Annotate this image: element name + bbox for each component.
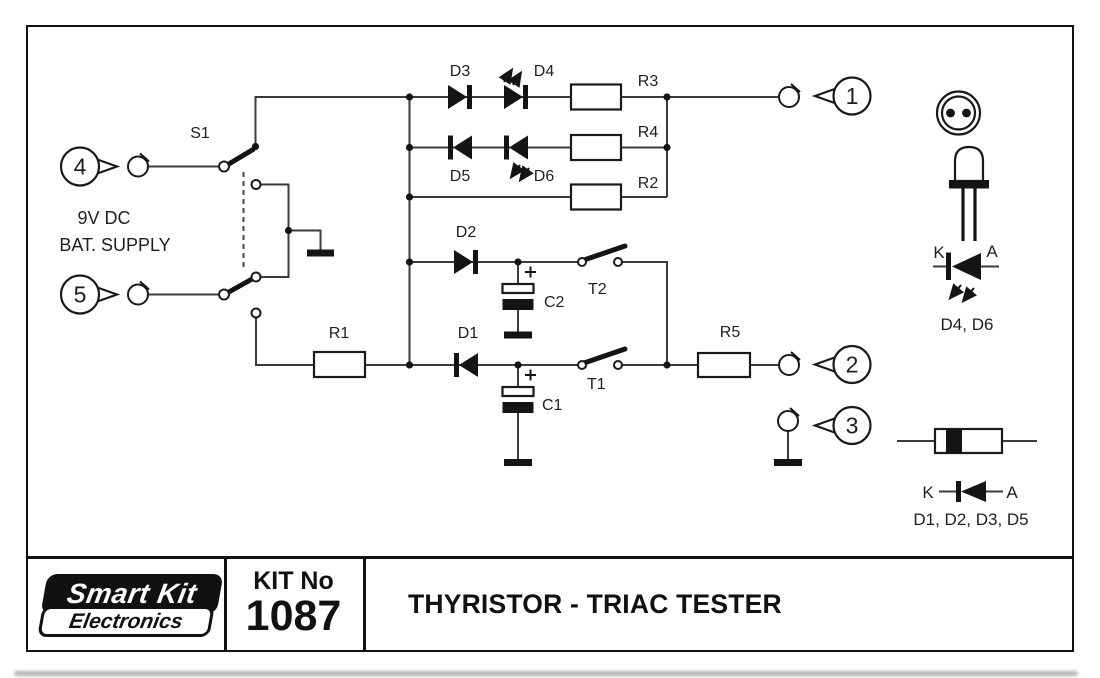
led-d4-icon bbox=[498, 67, 528, 109]
terminal-number: 4 bbox=[74, 154, 87, 180]
kit-number-value: 1087 bbox=[245, 591, 342, 640]
label-d6: D6 bbox=[534, 168, 555, 185]
supply-label-line1: 9V DC bbox=[77, 208, 130, 228]
page-border bbox=[26, 25, 1074, 652]
footer-cell-divider bbox=[363, 556, 366, 652]
resistors bbox=[312, 83, 752, 379]
ground-icon bbox=[504, 459, 532, 466]
legend-led-caption: D4, D6 bbox=[941, 315, 994, 334]
label-t1: T1 bbox=[587, 376, 606, 393]
diode-d5-icon bbox=[448, 135, 472, 160]
ground-icon bbox=[504, 331, 532, 339]
label-s1: S1 bbox=[190, 125, 210, 142]
diode-d2-icon bbox=[454, 250, 478, 274]
label-d2: D2 bbox=[456, 224, 477, 241]
label-r1: R1 bbox=[329, 325, 350, 342]
footer-cell-divider bbox=[224, 556, 227, 652]
led-anode-label: A bbox=[986, 242, 998, 261]
terminal-number: 5 bbox=[74, 282, 87, 308]
led-cathode-label: K bbox=[933, 243, 945, 262]
terminal-post-2 bbox=[778, 351, 801, 376]
callout-3: 3 bbox=[811, 405, 872, 446]
led-d6-icon bbox=[504, 135, 534, 183]
title-cell: THYRISTOR - TRIAC TESTER bbox=[363, 556, 1074, 652]
label-r5: R5 bbox=[720, 324, 741, 341]
label-r2: R2 bbox=[638, 175, 659, 192]
junction-dots bbox=[251, 93, 671, 369]
legend-led: K A D4, D6 bbox=[933, 90, 999, 334]
legend-diode: K A D1, D2, D3, D5 bbox=[897, 427, 1037, 529]
legend-diode-caption: D1, D2, D3, D5 bbox=[913, 510, 1028, 529]
callout-4: 4 bbox=[59, 146, 121, 187]
terminal-post-3 bbox=[777, 407, 800, 432]
ground-icon bbox=[307, 249, 334, 257]
diode-package-icon bbox=[897, 427, 1037, 455]
resistor-r2 bbox=[569, 183, 623, 211]
label-r4: R4 bbox=[638, 124, 659, 141]
capacitor-c2 bbox=[501, 266, 536, 310]
plus-sign bbox=[525, 369, 536, 381]
callout-5: 5 bbox=[59, 274, 121, 315]
diode-d1-icon bbox=[454, 353, 478, 377]
kit-number-label: KIT No bbox=[253, 566, 334, 595]
label-c1: C1 bbox=[542, 397, 563, 414]
scan-shadow bbox=[14, 671, 1078, 676]
switch-s1 bbox=[218, 147, 262, 319]
label-r3: R3 bbox=[638, 73, 659, 90]
ground-icon bbox=[774, 459, 802, 466]
pushbutton-t1 bbox=[577, 346, 628, 370]
terminal-number: 1 bbox=[846, 83, 859, 109]
capacitor-c1 bbox=[501, 369, 536, 413]
resistor-r4 bbox=[569, 133, 623, 162]
plus-sign bbox=[525, 266, 536, 278]
component-labels: S1 D3 D4 R3 D5 D6 R4 R2 D2 C2 T2 D1 C1 T… bbox=[59, 63, 740, 414]
label-d3: D3 bbox=[450, 63, 471, 80]
callout-1: 1 bbox=[811, 76, 872, 116]
resistor-r5 bbox=[696, 351, 752, 379]
switch-lever bbox=[225, 276, 256, 295]
brand-logo-subtitle: Electronics bbox=[37, 606, 215, 637]
label-d1: D1 bbox=[458, 325, 479, 342]
terminal-post-1 bbox=[778, 83, 801, 108]
label-d5: D5 bbox=[450, 168, 471, 185]
resistor-r1 bbox=[312, 350, 367, 379]
supply-label-line2: BAT. SUPPLY bbox=[59, 235, 170, 255]
resistor-r3 bbox=[569, 83, 623, 111]
led-symbol-icon bbox=[933, 252, 999, 304]
label-c2: C2 bbox=[544, 294, 565, 311]
terminal-number: 3 bbox=[846, 413, 859, 439]
label-t2: T2 bbox=[588, 281, 607, 298]
switch-lever bbox=[225, 147, 256, 167]
brand-logo-subtitle-text: Electronics bbox=[67, 609, 185, 633]
pushbutton-t2 bbox=[577, 243, 628, 267]
ground-symbols bbox=[307, 249, 802, 466]
terminal-number: 2 bbox=[846, 352, 859, 378]
diode-d3-icon bbox=[448, 85, 472, 109]
label-d4: D4 bbox=[534, 63, 555, 80]
terminal-post-4 bbox=[127, 152, 150, 178]
diode-symbol-icon bbox=[939, 481, 1003, 502]
diode-anode-label: A bbox=[1006, 483, 1018, 502]
schematic-title: THYRISTOR - TRIAC TESTER bbox=[408, 588, 782, 619]
callout-2: 2 bbox=[811, 344, 872, 385]
terminal-post-5 bbox=[127, 280, 150, 306]
footer-top-divider bbox=[26, 556, 1074, 559]
terminal-posts bbox=[127, 83, 801, 432]
diode-cathode-label: K bbox=[922, 483, 934, 502]
led-side-view-icon bbox=[949, 145, 989, 241]
kit-number-cell: KIT No 1087 bbox=[224, 556, 363, 652]
